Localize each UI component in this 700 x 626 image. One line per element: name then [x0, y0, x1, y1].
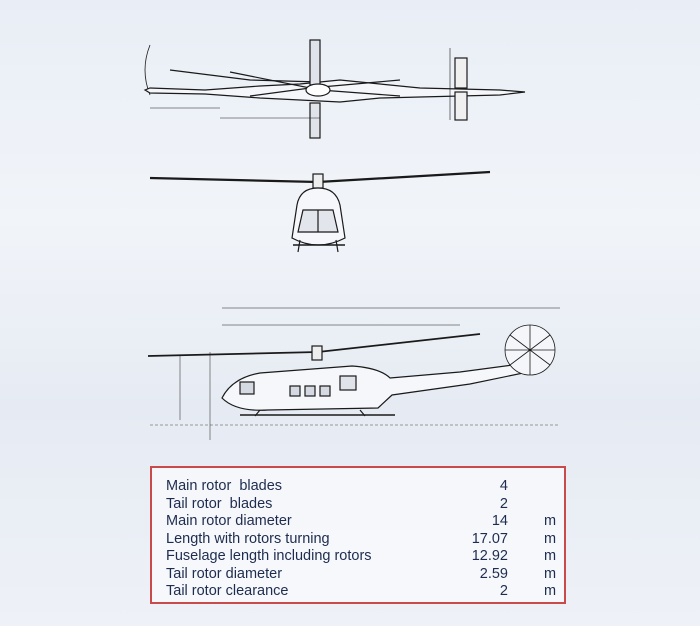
spec-unit: m	[544, 565, 557, 582]
spec-unit: m	[544, 513, 557, 529]
spec-unit: m	[544, 583, 557, 599]
spec-label: Tail rotor diameter	[166, 565, 283, 582]
spec-value: 14	[491, 513, 508, 529]
spec-label: Tail rotor clearance	[166, 583, 289, 599]
spec-row: Fuselage length including rotors 12.92 m	[166, 547, 556, 565]
spec-value: 17.07	[471, 530, 508, 547]
spec-row: Tail rotor clearance 2 m	[166, 582, 556, 600]
front-view	[149, 170, 491, 253]
spec-label: Tail rotor blades	[166, 495, 273, 512]
spec-value: 2	[499, 495, 508, 512]
spec-label: Main rotor blades	[166, 478, 283, 494]
spec-label: Main rotor diameter	[166, 513, 292, 529]
specifications-table: Main rotor blades 4 Tail rotor blades 2 …	[150, 466, 566, 604]
spec-value: 4	[499, 478, 508, 494]
side-view	[147, 307, 560, 440]
spec-row: Main rotor blades 4	[166, 477, 556, 495]
spec-row: Length with rotors turning 17.07 m	[166, 530, 556, 548]
spec-value: 2	[499, 583, 508, 599]
spec-row: Main rotor diameter 14 m	[166, 512, 556, 530]
spec-value: 2.59	[479, 565, 508, 582]
helicopter-three-view-drawing	[143, 39, 560, 440]
top-view	[143, 39, 526, 139]
spec-row: Tail rotor blades 2	[166, 495, 556, 513]
spec-row: Tail rotor diameter 2.59 m	[166, 565, 556, 583]
spec-label: Length with rotors turning	[166, 530, 330, 547]
spec-value: 12.92	[471, 548, 508, 564]
spec-unit: m	[544, 530, 557, 547]
spec-label: Fuselage length including rotors	[166, 548, 372, 564]
spec-unit: m	[544, 548, 557, 564]
